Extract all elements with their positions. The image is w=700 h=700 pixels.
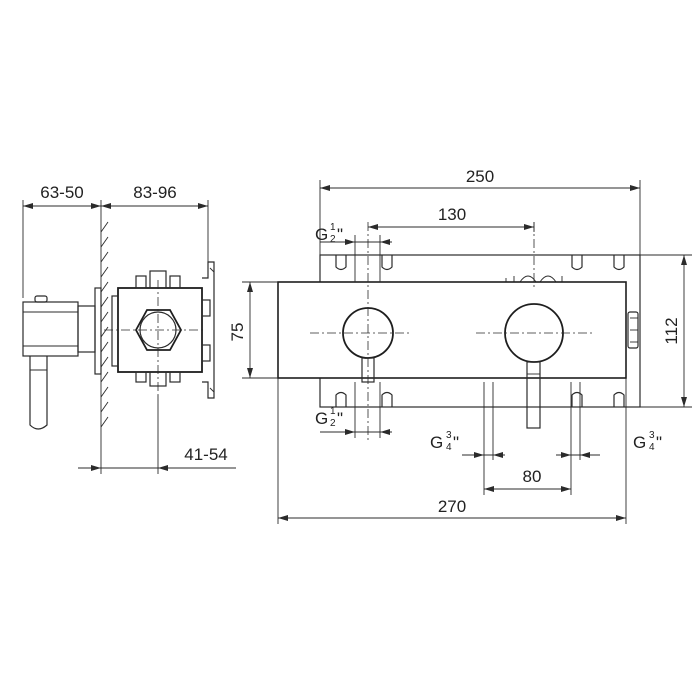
- mounting-bracket: [202, 261, 215, 399]
- right-handle-lever: [526, 361, 541, 429]
- valve-flange: [111, 295, 119, 367]
- lever: [29, 356, 48, 430]
- svg-text:G: G: [430, 433, 443, 452]
- svg-text:2: 2: [330, 234, 336, 245]
- svg-text:1: 1: [330, 406, 336, 417]
- dim-side-depth-left: 63-50: [40, 183, 83, 202]
- svg-text:": ": [337, 409, 343, 428]
- svg-text:4: 4: [446, 442, 452, 453]
- front-view: 250 130 G 1 2 " G 1 2 ": [228, 167, 692, 524]
- dim-front-height: 75: [228, 323, 247, 342]
- dim-front-spacing-bottom: 80: [523, 467, 542, 486]
- thread-label-top-inlet: G 1 2 ": [315, 222, 343, 245]
- svg-text:3: 3: [446, 430, 452, 441]
- svg-text:": ": [453, 433, 459, 452]
- svg-text:G: G: [315, 409, 328, 428]
- handle-collar: [77, 305, 96, 353]
- svg-text:4: 4: [649, 442, 655, 453]
- svg-text:1: 1: [330, 222, 336, 233]
- dim-front-spacing-top: 130: [438, 205, 466, 224]
- plate-slots: [335, 255, 625, 407]
- svg-text:3: 3: [649, 430, 655, 441]
- cover-plate-edge: [94, 287, 102, 375]
- handle-knob: [34, 295, 48, 303]
- dim-side-depth-right: 83-96: [133, 183, 176, 202]
- svg-text:G: G: [315, 225, 328, 244]
- dim-front-width-plate: 250: [466, 167, 494, 186]
- dim-front-width-total: 270: [438, 497, 466, 516]
- cover-plate: [277, 281, 627, 379]
- handle-body: [22, 301, 79, 357]
- svg-text:G: G: [633, 433, 646, 452]
- side-view: 63-50 83-96 41-54: [22, 183, 236, 474]
- dim-front-height-plate: 112: [662, 317, 681, 344]
- thread-label-outlet-left: G 3 4 ": [430, 430, 459, 453]
- svg-text:": ": [656, 433, 662, 452]
- thread-label-outlet-right: G 3 4 ": [633, 430, 662, 453]
- svg-text:2: 2: [330, 418, 336, 429]
- dim-side-bottom: 41-54: [184, 445, 227, 464]
- wall-hatching: [100, 221, 109, 428]
- svg-text:": ": [337, 225, 343, 244]
- thread-label-bottom-inlet: G 1 2 ": [315, 406, 343, 429]
